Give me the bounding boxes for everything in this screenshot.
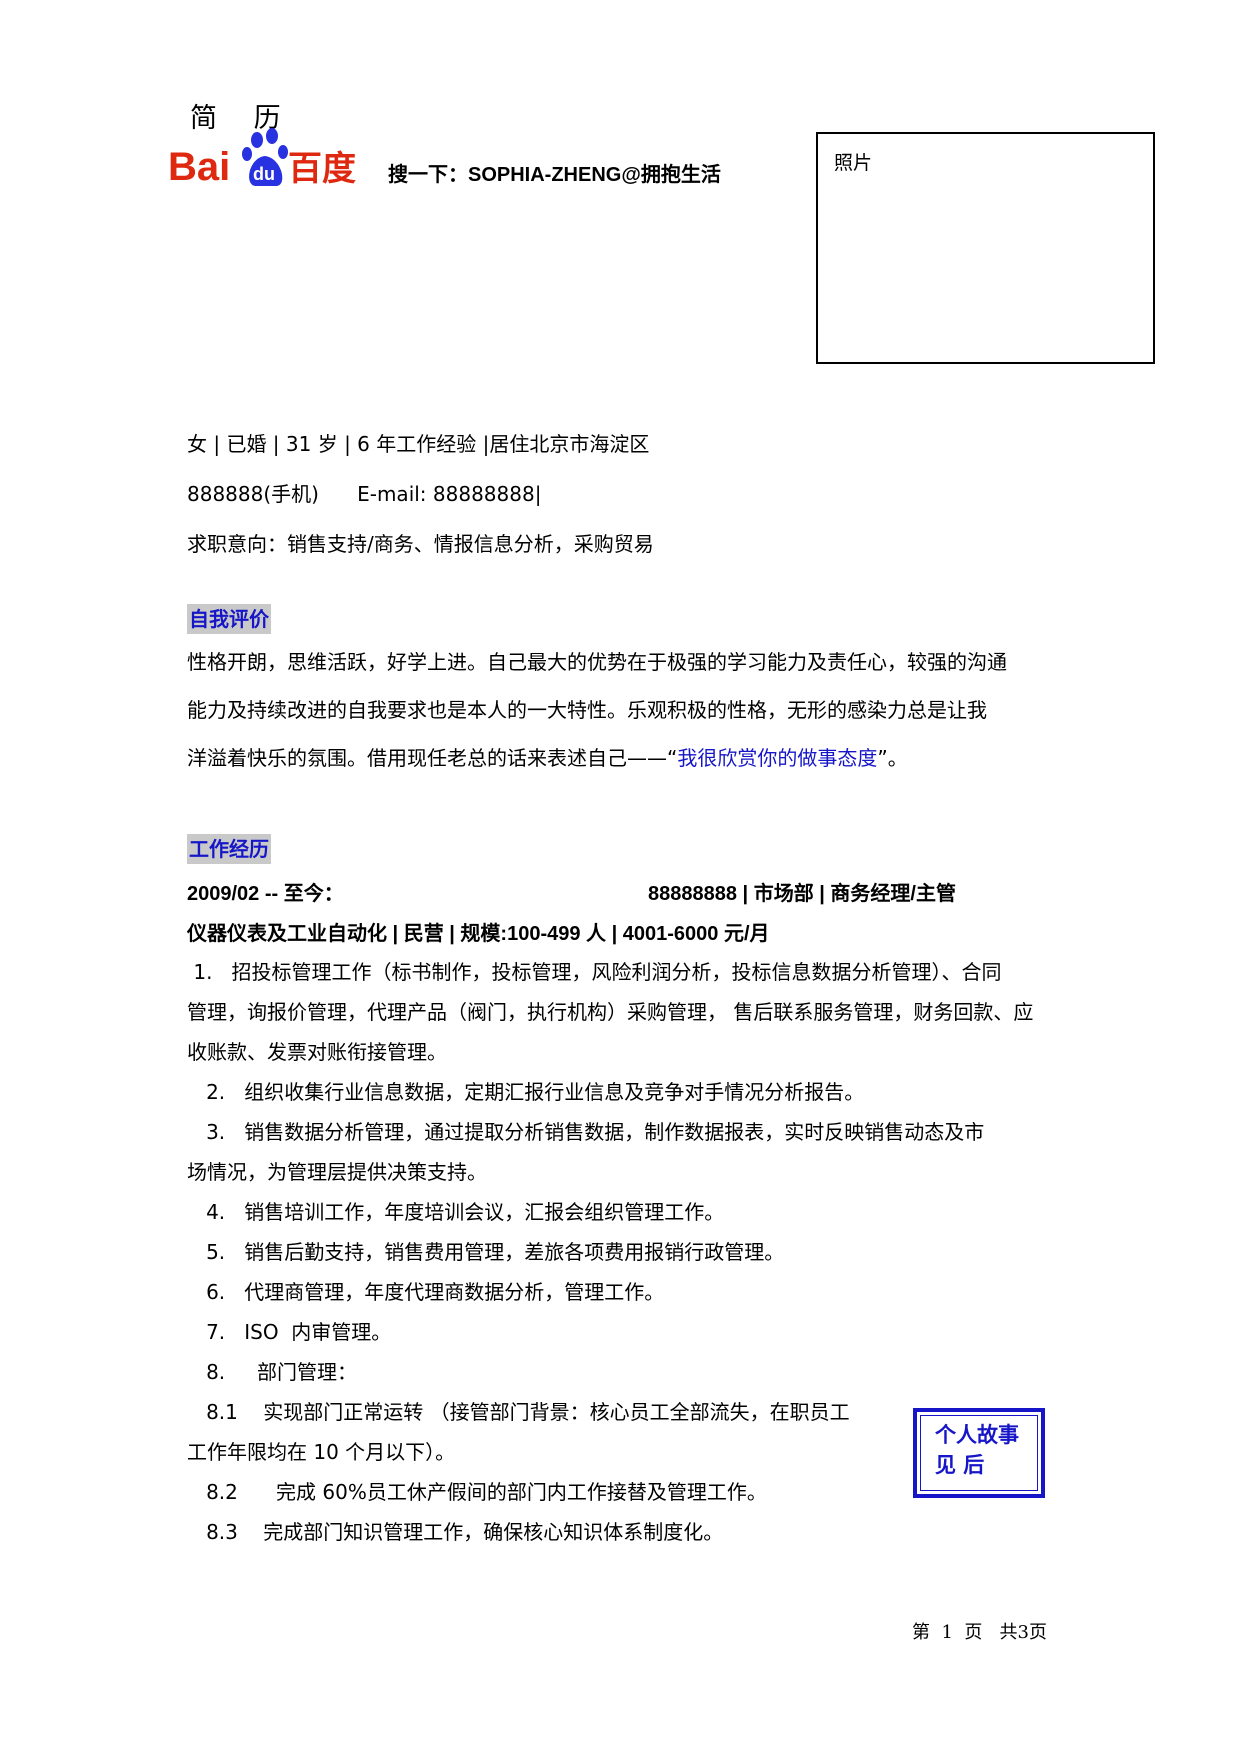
contact-info: 888888(手机) E-mail: 88888888| <box>187 482 542 506</box>
duty-line: 3. 销售数据分析管理，通过提取分析销售数据，制作数据报表，实时反映销售动态及市 <box>187 1120 985 1144</box>
job-intention: 求职意向：销售支持/商务、情报信息分析，采购贸易 <box>187 532 654 556</box>
work-duties: 1. 招投标管理工作（标书制作，投标管理，风险利润分析，投标信息数据分析管理）、… <box>187 956 1047 1556</box>
duty-line: 8.1 实现部门正常运转 （接管部门背景：核心员工全部流失，在职员工 <box>187 1400 850 1424</box>
personal-story-inner: 个人故事 见 后 <box>920 1415 1038 1491</box>
document-title: 简 历 <box>190 103 295 134</box>
photo-placeholder: 照片 <box>816 132 1155 364</box>
duty-line: 8.2 完成 60%员工休产假间的部门内工作接替及管理工作。 <box>187 1480 767 1504</box>
section-title-work: 工作经历 <box>187 834 271 864</box>
page-footer: 第 1 页 共3页 <box>912 1622 1047 1643</box>
logo-chinese: 百度 <box>288 149 356 189</box>
self-eval-text: ”。 <box>877 746 908 770</box>
logo-latin: Bai <box>168 145 230 189</box>
story-line: 见 后 <box>935 1453 985 1477</box>
self-eval-line: 性格开朗，思维活跃，好学上进。自己最大的优势在于极强的学习能力及责任心，较强的沟… <box>187 650 1007 674</box>
duty-line: 2. 组织收集行业信息数据，定期汇报行业信息及竞争对手情况分析报告。 <box>187 1080 865 1104</box>
duty-line: 1. 招投标管理工作（标书制作，投标管理，风险利润分析，投标信息数据分析管理）、… <box>187 960 1002 984</box>
duty-line: 7. ISO 内审管理。 <box>187 1320 392 1344</box>
duty-line: 8.3 完成部门知识管理工作，确保核心知识体系制度化。 <box>187 1520 724 1544</box>
duty-line: 工作年限均在 10 个月以下）。 <box>187 1440 456 1464</box>
baidu-logo: Bai du 百度 <box>168 128 356 189</box>
self-eval-line: 洋溢着快乐的氛围。借用现任老总的话来表述自己——“我很欣赏你的做事态度”。 <box>187 742 908 771</box>
duty-line: 8. 部门管理： <box>187 1360 357 1384</box>
paw-icon <box>242 128 288 186</box>
duty-line: 管理，询报价管理，代理产品（阀门，执行机构）采购管理， 售后联系服务管理，财务回… <box>187 1000 1034 1024</box>
duty-line: 6. 代理商管理，年度代理商数据分析，管理工作。 <box>187 1280 665 1304</box>
basic-info: 女 | 已婚 | 31 岁 | 6 年工作经验 |居住北京市海淀区 <box>187 432 650 456</box>
work-period: 2009/02 -- 至今： <box>187 883 344 905</box>
duty-line: 5. 销售后勤支持，销售费用管理，差旅各项费用报销行政管理。 <box>187 1240 785 1264</box>
duty-line: 场情况，为管理层提供决策支持。 <box>187 1160 487 1184</box>
photo-label: 照片 <box>834 152 873 174</box>
self-eval-paragraph: 性格开朗，思维活跃，好学上进。自己最大的优势在于极强的学习能力及责任心，较强的沟… <box>187 646 1047 786</box>
duty-line: 4. 销售培训工作，年度培训会议，汇报会组织管理工作。 <box>187 1200 725 1224</box>
search-line: 搜一下：SOPHIA-ZHENG@拥抱生活 <box>388 164 721 186</box>
self-eval-line: 能力及持续改进的自我要求也是本人的一大特性。乐观积极的性格，无形的感染力总是让我 <box>187 698 987 722</box>
work-company: 88888888 | 市场部 | 商务经理/主管 <box>648 883 956 905</box>
work-industry: 仪器仪表及工业自动化 | 民营 | 规模:100-499 人 | 4001-60… <box>187 923 770 945</box>
logo-du: du <box>253 164 275 184</box>
boss-quote: 我很欣赏你的做事态度 <box>677 746 878 770</box>
self-eval-text: 洋溢着快乐的氛围。借用现任老总的话来表述自己——“ <box>187 746 678 770</box>
story-line: 个人故事 <box>935 1423 1019 1447</box>
personal-story-box: 个人故事 见 后 <box>913 1408 1045 1498</box>
section-title-self-eval: 自我评价 <box>187 604 271 634</box>
duty-line: 收账款、发票对账衔接管理。 <box>187 1040 447 1064</box>
